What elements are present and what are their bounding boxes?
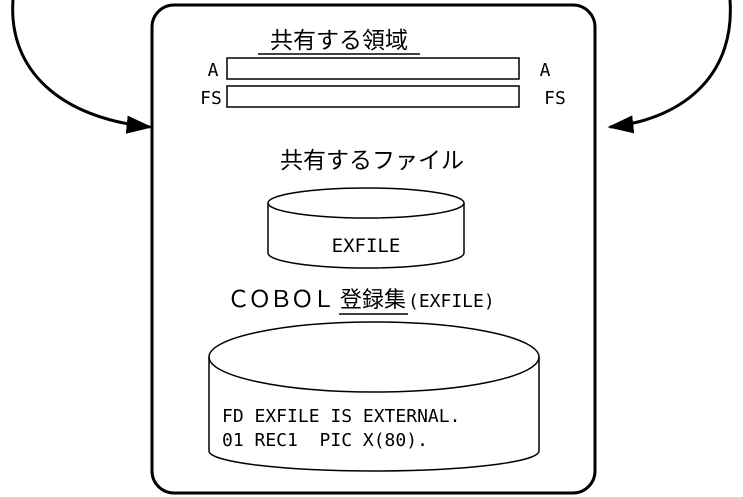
shared-file-title: 共有するファイル <box>280 148 464 174</box>
file-name: EXFILE <box>332 235 401 257</box>
field-a-right-label: A <box>540 60 551 81</box>
file-cylinder <box>267 203 465 269</box>
code-line-2: 01 REC1 PIC X(80). <box>222 430 428 451</box>
program-frame <box>150 3 597 495</box>
field-a-left-label: A <box>208 60 219 81</box>
field-a-box <box>226 57 520 80</box>
library-cylinder <box>208 357 540 472</box>
library-title-prefix: ＣＯＢＯＬ <box>227 287 335 313</box>
file-cylinder-top <box>267 187 465 219</box>
code-line-1: FD EXFILE IS EXTERNAL. <box>222 406 460 427</box>
library-title-suffix: (EXFILE) <box>408 291 495 312</box>
field-fs-right-label: FS <box>544 88 566 109</box>
field-fs-box <box>226 85 520 108</box>
shared-file: 共有するファイル EXFILE <box>267 148 465 269</box>
field-fs-left-label: FS <box>200 88 222 109</box>
right-arrow <box>607 0 732 134</box>
left-arrow <box>11 0 153 134</box>
library-cylinder-top <box>208 321 540 393</box>
shared-area-title: 共有する領域 <box>270 28 408 54</box>
copy-library: ＣＯＢＯＬ 登録集 (EXFILE) FD EXFILE IS EXTERNAL… <box>208 287 540 472</box>
library-title-main: 登録集 <box>340 288 406 313</box>
shared-area: 共有する領域 A A FS FS <box>200 28 566 109</box>
